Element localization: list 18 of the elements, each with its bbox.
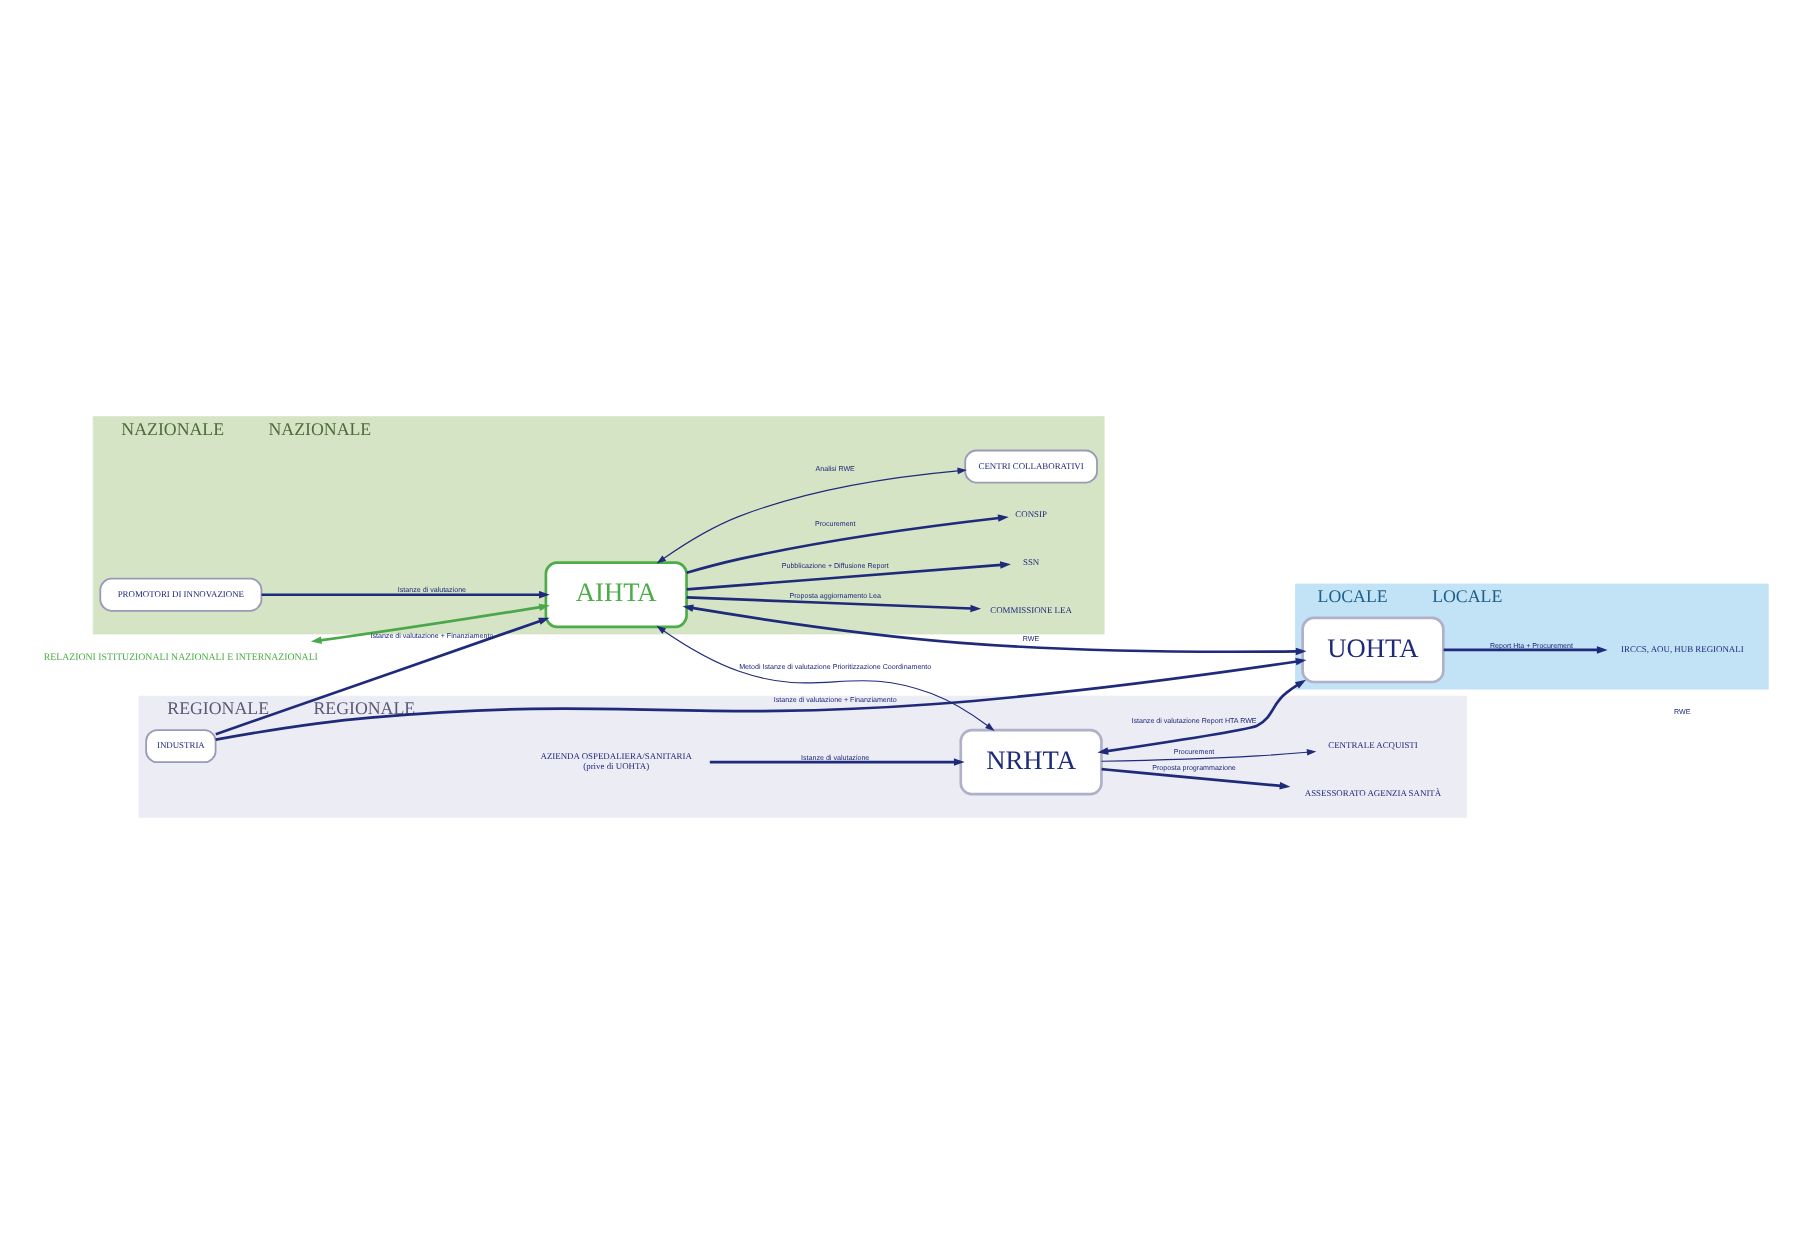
- arrow: [686, 561, 1011, 591]
- node-box: AIHTA: [544, 561, 688, 629]
- arrow: [261, 591, 550, 599]
- arrow: [215, 617, 550, 736]
- arrow: [686, 514, 1009, 574]
- arrow: [682, 604, 1307, 656]
- arrow: [1101, 767, 1291, 790]
- arrow: [1443, 646, 1608, 654]
- arrow: [215, 657, 1307, 741]
- node-box: UOHTA: [1301, 616, 1445, 684]
- arrow: [1097, 679, 1306, 755]
- arrow: [709, 758, 965, 766]
- arrow: [656, 467, 967, 564]
- arrow: [656, 625, 995, 732]
- arrow: [686, 596, 982, 613]
- arrow: [1100, 749, 1317, 762]
- arrow: [310, 603, 550, 644]
- node-box: NRHTA: [959, 728, 1103, 796]
